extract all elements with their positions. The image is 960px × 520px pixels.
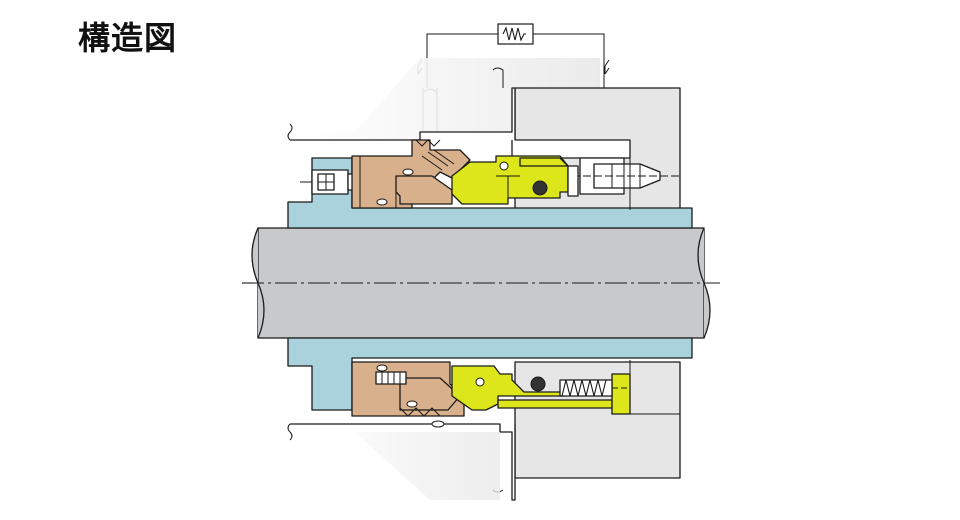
coil-spring-icon (559, 379, 630, 397)
zigzag-coil-icon (502, 26, 526, 42)
page-title: 構造図 (78, 19, 178, 57)
stationary-ring-bottom (451, 365, 631, 415)
rotating-ring-bottom (351, 361, 465, 428)
shaft (242, 227, 720, 339)
seal-housing (287, 58, 681, 501)
stationary-ring-top (451, 155, 569, 205)
anti-rotation-pin (567, 157, 680, 197)
rotating-ring-top (351, 139, 471, 209)
